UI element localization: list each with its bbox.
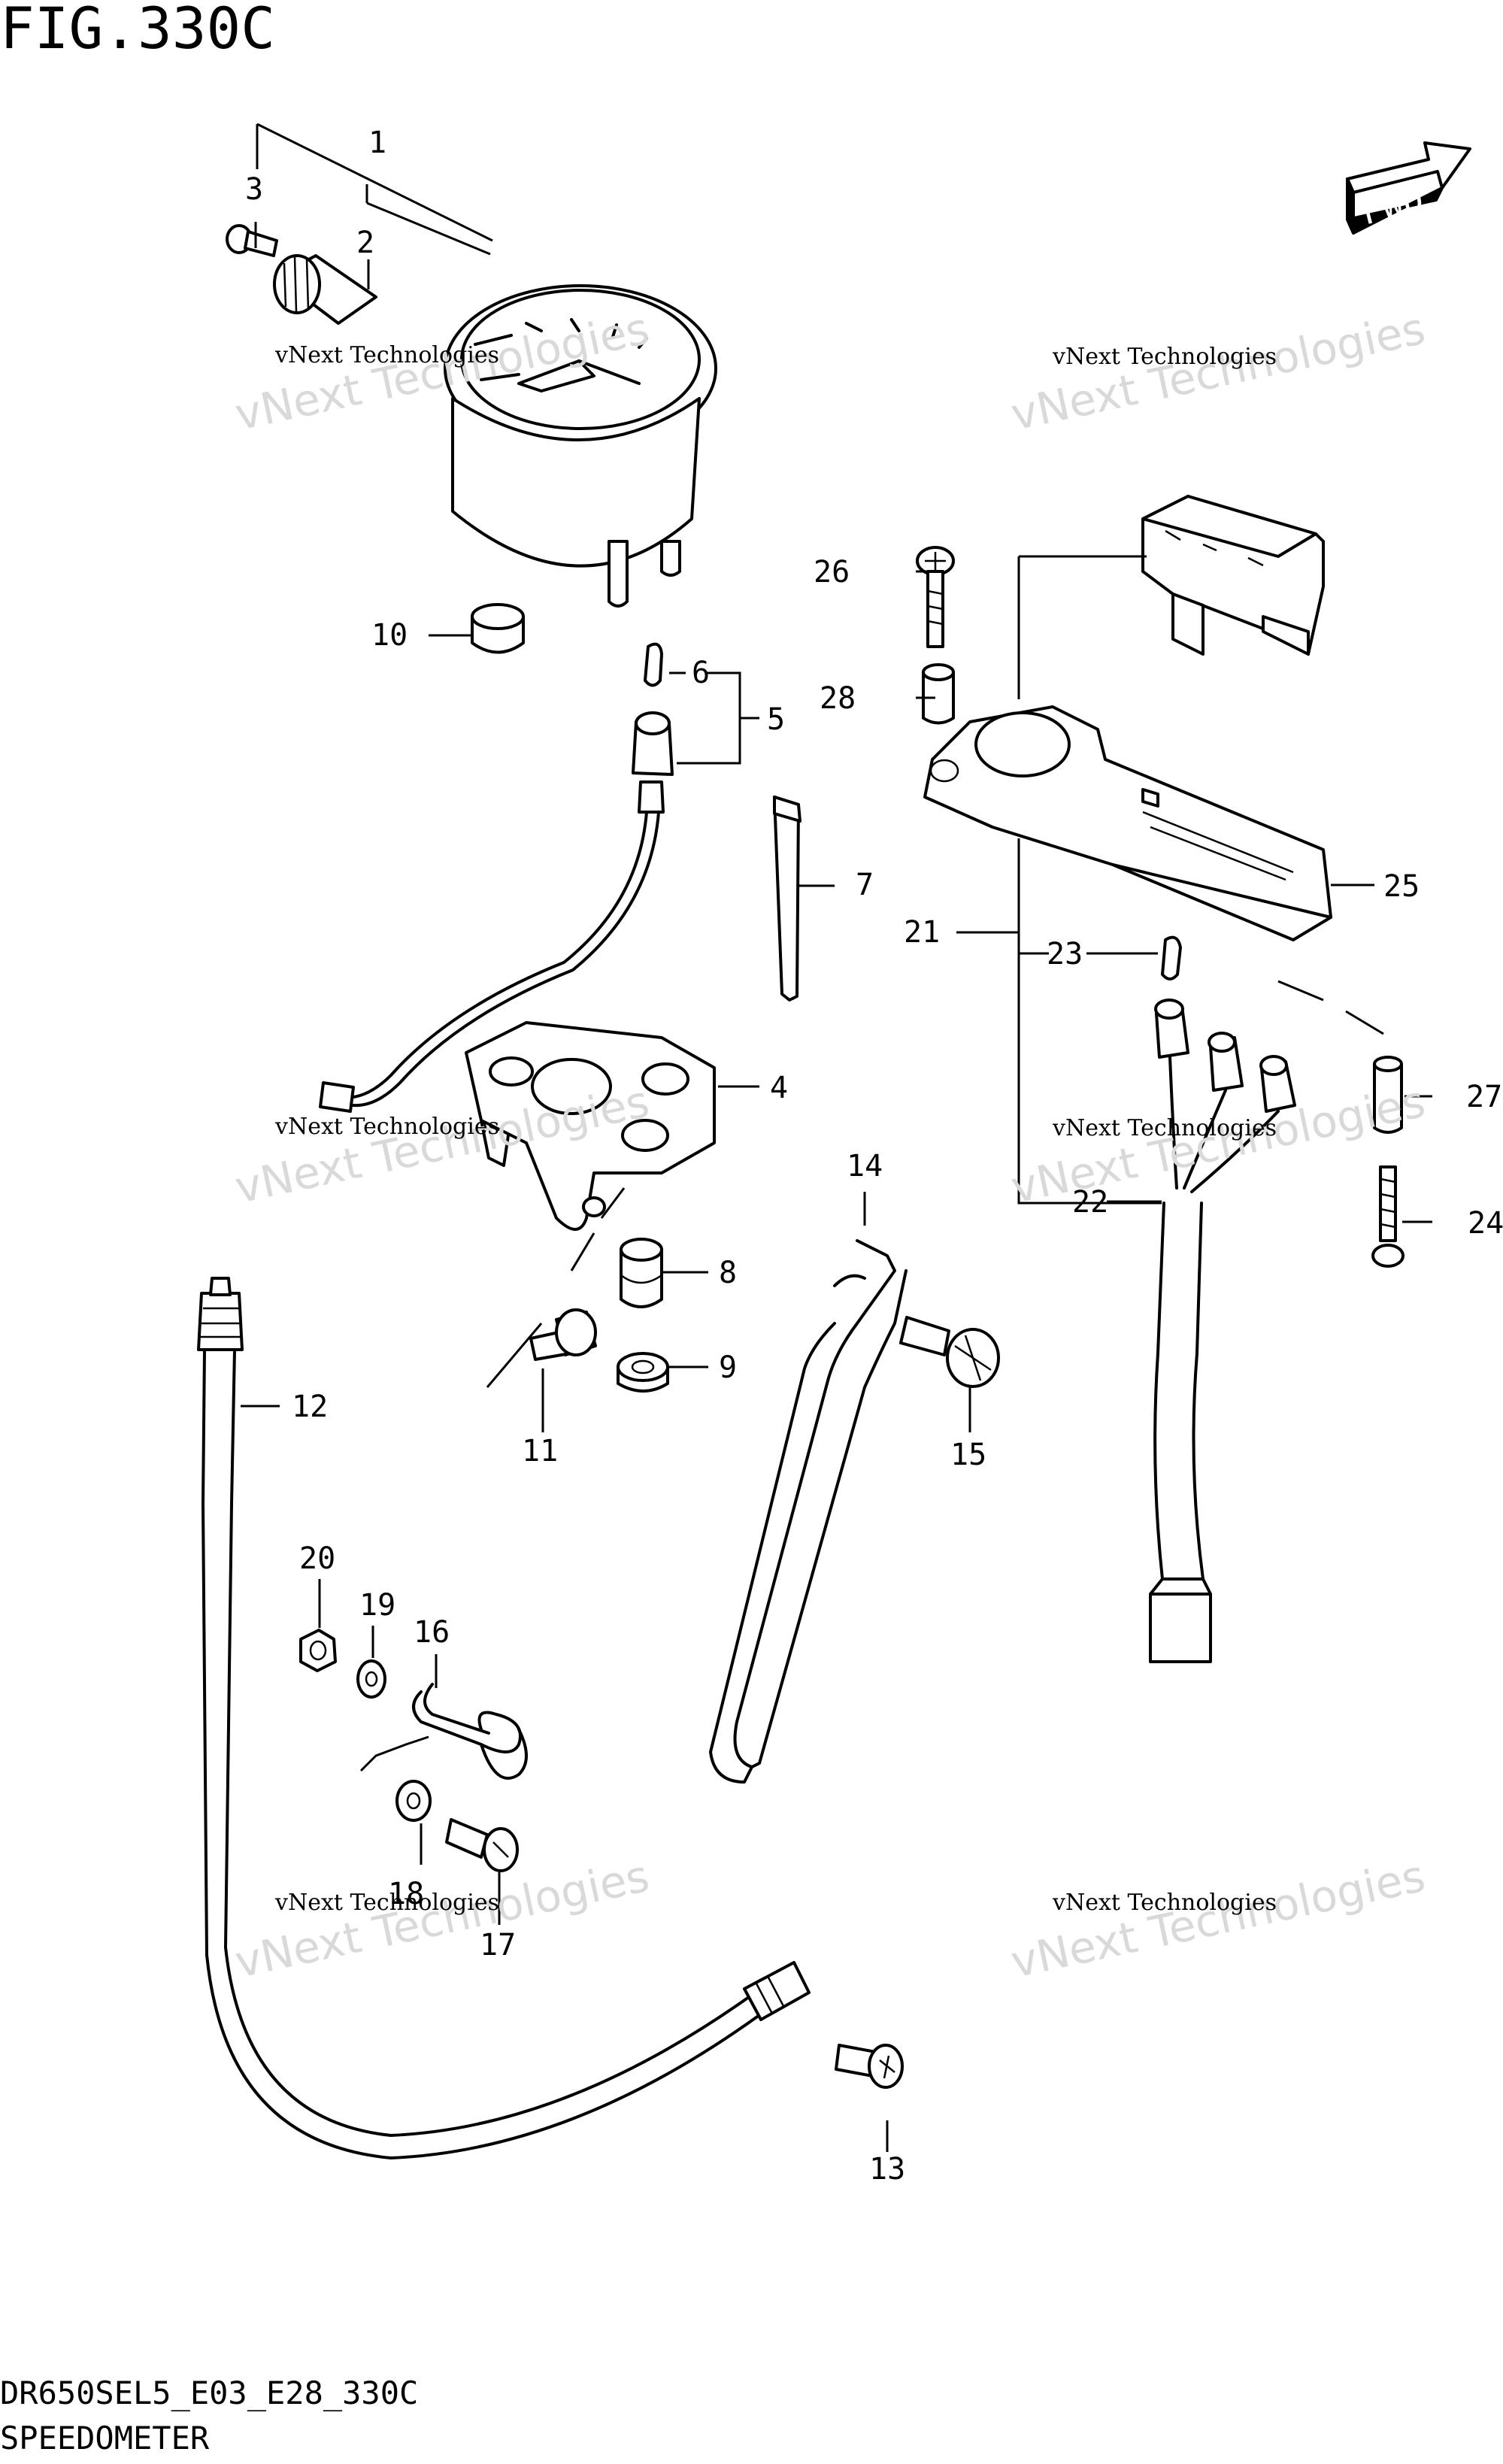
- callout-26: 26: [814, 555, 850, 589]
- spacer-27: [1373, 1056, 1403, 1134]
- callout-23: 23: [1047, 937, 1083, 971]
- screw-17: [445, 1818, 519, 1872]
- figure-title: FIG.330C: [0, 0, 276, 62]
- callout-1: 1: [368, 126, 386, 160]
- svg-text:vNext Technologies: vNext Technologies: [1007, 1076, 1429, 1214]
- cable-tie-7: [773, 796, 801, 1002]
- callout-28: 28: [820, 681, 856, 716]
- callout-5: 5: [767, 702, 785, 737]
- reset-knob: [273, 254, 377, 325]
- socket-wire-5: [319, 711, 674, 1113]
- speedometer-unit: [444, 284, 717, 608]
- watermark-d: vNext Technologies vNext Technologies: [1007, 1076, 1429, 1214]
- washer-19: [356, 1659, 386, 1699]
- washer-18: [395, 1780, 432, 1822]
- svg-text:vNext Technologies: vNext Technologies: [274, 1890, 499, 1916]
- part-callouts: 1 2 3 4 5 6 7 8 9 10 11 12 13 14 15 16 1…: [245, 126, 1503, 2187]
- clamp-16: [412, 1683, 528, 1780]
- bolt-15: [899, 1316, 1000, 1388]
- speedometer-cable-12: [197, 1277, 811, 2159]
- callout-10: 10: [371, 618, 408, 653]
- callout-11: 11: [522, 1434, 558, 1468]
- callout-21: 21: [904, 915, 940, 950]
- callout-2: 2: [356, 226, 374, 260]
- fwd-arrow: FWD: [1346, 141, 1471, 235]
- leader-lines: [241, 123, 1432, 2152]
- stay-14: [709, 1239, 908, 1784]
- svg-text:vNext Technologies: vNext Technologies: [1052, 344, 1277, 370]
- callout-27: 27: [1466, 1080, 1502, 1114]
- callout-22: 22: [1072, 1185, 1108, 1220]
- figure-name: SPEEDOMETER: [0, 2420, 210, 2456]
- cap-10: [471, 603, 525, 654]
- grommet-8: [620, 1238, 663, 1308]
- indicator-housing: [923, 495, 1332, 941]
- callout-16: 16: [414, 1615, 450, 1650]
- collar-9: [617, 1352, 669, 1393]
- svg-text:vNext Technologies: vNext Technologies: [274, 1114, 499, 1140]
- screw-3: [226, 224, 278, 257]
- model-code: DR650SEL5_E03_E28_330C: [0, 2375, 419, 2411]
- spacer-28: [922, 663, 955, 725]
- bulb-6: [644, 642, 663, 687]
- callout-3: 3: [245, 172, 263, 207]
- callout-12: 12: [292, 1390, 328, 1424]
- svg-text:vNext Technologies: vNext Technologies: [231, 1850, 653, 1988]
- callout-24: 24: [1468, 1206, 1503, 1241]
- callout-25: 25: [1383, 869, 1420, 904]
- svg-text:vNext Technologies: vNext Technologies: [1052, 1115, 1277, 1141]
- callout-14: 14: [847, 1149, 883, 1184]
- svg-text:vNext Technologies: vNext Technologies: [1007, 1850, 1429, 1988]
- bolt-11: [529, 1308, 597, 1361]
- screw-26: [916, 546, 955, 648]
- callout-15: 15: [950, 1438, 986, 1472]
- callout-8: 8: [719, 1256, 737, 1290]
- watermark-b: vNext Technologies vNext Technologies: [1007, 303, 1429, 441]
- wire-harness-22: [1149, 999, 1296, 1663]
- callout-17: 17: [480, 1928, 516, 1962]
- svg-text:vNext Technologies: vNext Technologies: [1052, 1890, 1277, 1916]
- watermark-f: vNext Technologies vNext Technologies: [1007, 1850, 1429, 1988]
- watermark-e: vNext Technologies vNext Technologies: [231, 1850, 653, 1988]
- screw-13: [835, 2044, 904, 2089]
- callout-9: 9: [719, 1350, 737, 1385]
- svg-text:vNext Technologies: vNext Technologies: [1007, 303, 1429, 441]
- callout-20: 20: [299, 1541, 335, 1576]
- callout-4: 4: [770, 1071, 788, 1105]
- svg-text:vNext Technologies: vNext Technologies: [274, 342, 499, 368]
- callout-19: 19: [359, 1588, 395, 1623]
- callout-6: 6: [692, 656, 710, 690]
- callout-7: 7: [856, 868, 874, 902]
- nut-20: [299, 1629, 337, 1672]
- callout-18: 18: [388, 1877, 424, 1911]
- screw-24: [1371, 1165, 1405, 1268]
- bracket-4: [465, 1021, 716, 1231]
- callout-13: 13: [869, 2152, 905, 2187]
- bulb-23: [1161, 935, 1182, 980]
